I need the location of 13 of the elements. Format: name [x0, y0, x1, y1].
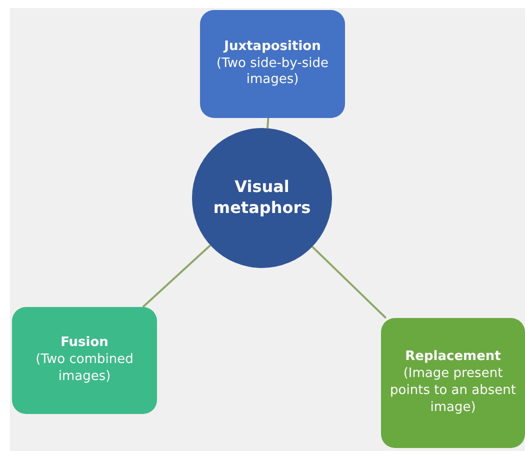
node-description: (Image present points to an absent image) — [389, 366, 517, 417]
node-title: Juxtaposition — [224, 38, 321, 56]
node-title: Replacement — [405, 349, 501, 366]
node-title: Visual metaphors — [212, 177, 312, 219]
node-description: (Two combined images) — [34, 352, 134, 386]
rounded-box — [381, 318, 525, 448]
node-title: Fusion — [60, 335, 108, 352]
connector-line — [312, 246, 387, 319]
connector-line — [142, 244, 212, 308]
rounded-box — [200, 10, 345, 118]
connector-line — [266, 118, 270, 128]
node-description: (Two side-by-side images) — [216, 56, 330, 90]
rounded-box — [12, 307, 157, 414]
